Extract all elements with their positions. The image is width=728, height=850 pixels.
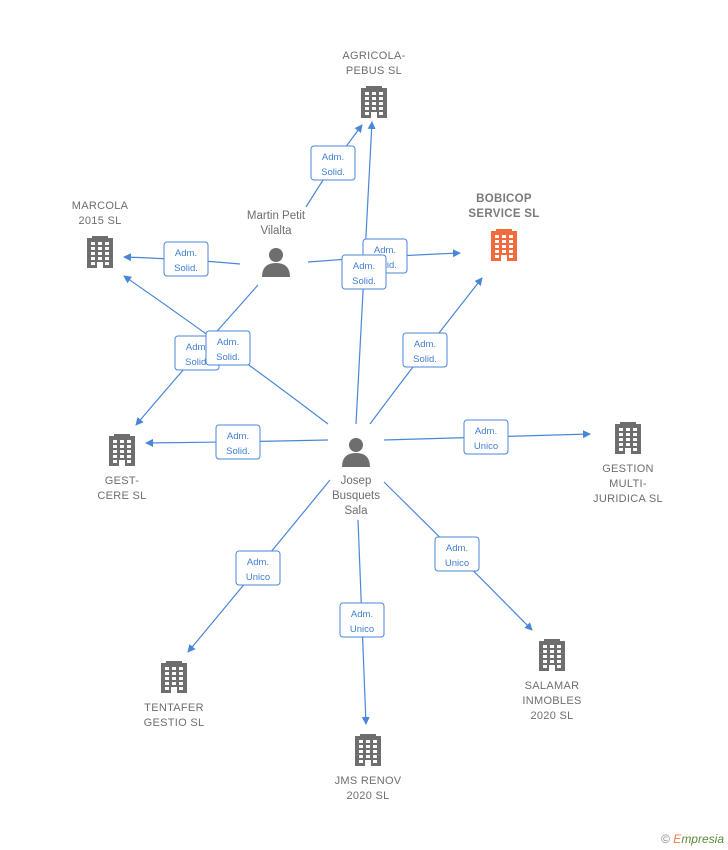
company-name-line: MULTI- [609,478,647,490]
relation-label-text: Adm. [175,248,197,259]
relation-label-text: Unico [474,441,498,452]
relation-label-text: Solid. [174,263,198,274]
relation-label-text: Unico [350,624,374,635]
relation-label-text: Adm. [217,337,239,348]
person-icon [262,248,290,277]
company-node-salamar[interactable]: SALAMAR INMOBLES 2020 SL [522,639,581,722]
relation-label-box [205,330,251,366]
relation-label-box [341,254,387,290]
building-icon [615,422,641,454]
company-name-line: 2020 SL [530,710,573,722]
company-node-gestcere[interactable]: GEST- CERE SL [97,434,146,502]
brand-initial: E [673,832,682,846]
relation-label-box [339,602,385,638]
person-name-line: Josep [341,475,372,487]
copyright-symbol: © [661,832,670,846]
relation-label-text: Unico [445,558,469,569]
relation-label-box [163,241,209,277]
building-icon [161,661,187,693]
relation-label-text: Adm. [186,342,208,353]
company-name-line: GESTION [602,463,654,475]
building-icon [361,86,387,118]
relation-label-text: Solid. [216,352,240,363]
company-name-line: GEST- [105,475,140,487]
relation-label-josep-marcola[interactable]: Adm. Solid. [205,330,251,366]
company-node-gestion[interactable]: GESTION MULTI- JURIDICA SL [593,422,663,505]
relation-label-text: Adm. [446,543,468,554]
company-node-bobicop[interactable]: BOBICOP SERVICE SL [468,193,539,261]
relation-label-box [402,332,448,368]
relation-label-text: Adm. [414,339,436,350]
company-name-line: MARCOLA [72,200,129,212]
company-node-tentafer[interactable]: TENTAFER GESTIO SL [144,661,205,729]
person-name-line: Busquets [332,490,380,502]
company-name-line: CERE SL [97,490,146,502]
company-name-line: 2015 SL [78,215,121,227]
person-name-line: Sala [344,505,368,517]
company-name-line: GESTIO SL [144,717,205,729]
relation-label-box [310,145,356,181]
relation-label-josep-gestion[interactable]: Adm. Unico [463,419,509,455]
person-name-line: Martin Petit [247,210,306,222]
relation-label-text: Solid. [352,276,376,287]
company-name-line: JMS RENOV [335,775,402,787]
relation-label-josep-tentafer[interactable]: Adm. Unico [235,550,281,586]
relation-label-text: Solid. [226,446,250,457]
company-name-line: SALAMAR [525,680,580,692]
building-icon [355,734,381,766]
company-name-line: BOBICOP [476,193,532,205]
company-name-line: PEBUS SL [346,65,402,77]
relation-label-martin-marcola[interactable]: Adm. Solid. [163,241,209,277]
company-name-line: TENTAFER [144,702,204,714]
relation-label-josep-bobicop[interactable]: Adm. Solid. [402,332,448,368]
relation-label-josep-gestcere[interactable]: Adm. Solid. [215,424,261,460]
company-node-jms[interactable]: JMS RENOV 2020 SL [335,734,402,802]
company-node-agricola[interactable]: AGRICOLA- PEBUS SL [342,50,405,118]
relation-label-box [434,536,480,572]
relation-label-text: Solid. [321,167,345,178]
company-name-line: SERVICE SL [468,208,539,220]
company-node-marcola[interactable]: MARCOLA 2015 SL [72,200,129,268]
relation-label-josep-salamar[interactable]: Adm. Unico [434,536,480,572]
relation-label-box [235,550,281,586]
relation-label-box [215,424,261,460]
relation-label-text: Adm. [247,557,269,568]
building-icon [491,229,517,261]
person-name-line: Vilalta [260,225,292,237]
relation-label-text: Adm. [374,245,396,256]
company-name-line: JURIDICA SL [593,493,663,505]
relation-label-text: Adm. [353,261,375,272]
relation-label-text: Adm. [351,609,373,620]
relation-label-text: Unico [246,572,270,583]
relation-label-text: Solid. [413,354,437,365]
building-icon [87,236,113,268]
relation-label-text: Adm. [475,426,497,437]
relation-label-josep-jms[interactable]: Adm. Unico [339,602,385,638]
relation-label-martin-agricola[interactable]: Adm. Solid. [310,145,356,181]
company-name-line: AGRICOLA- [342,50,405,62]
building-icon [539,639,565,671]
relation-label-text: Adm. [227,431,249,442]
relation-label-box [463,419,509,455]
person-icon [342,438,370,467]
relation-label-text: Adm. [322,152,344,163]
building-icon [109,434,135,466]
company-name-line: INMOBLES [522,695,581,707]
footer-brand: © Empresia [661,832,724,846]
brand-name: mpresia [681,832,724,846]
relation-label-josep-agricola[interactable]: Adm. Solid. [341,254,387,290]
relation-label-text: Solid. [185,357,209,368]
company-name-line: 2020 SL [346,790,389,802]
